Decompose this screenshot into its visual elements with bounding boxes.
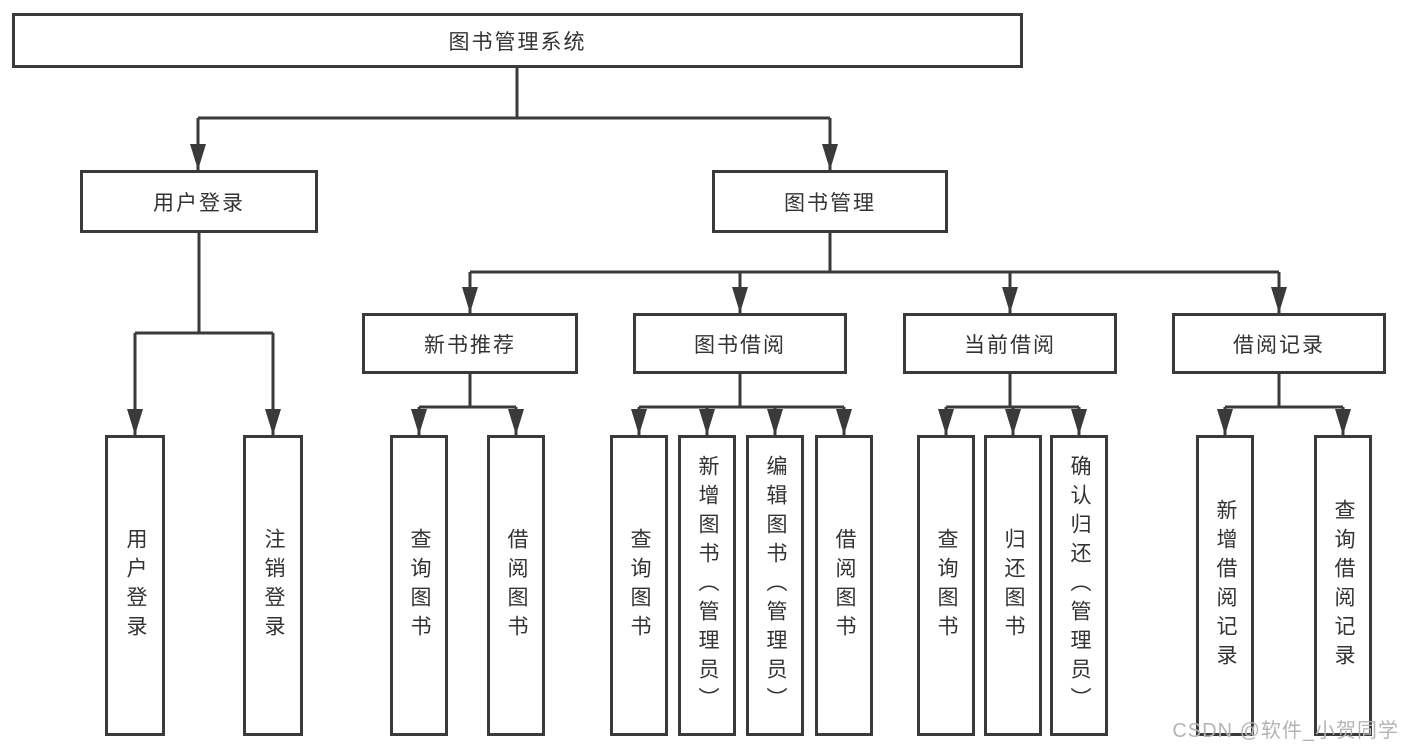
arrowhead-icon <box>1217 409 1233 435</box>
connector-new-book-recommendation <box>417 374 518 435</box>
node-root-title: 图书管理系统 <box>12 13 1023 68</box>
connector-user-login <box>133 233 275 435</box>
arrowhead-icon <box>265 409 281 435</box>
arrowhead-icon <box>1002 287 1018 313</box>
node-book-management: 图书管理 <box>712 170 948 233</box>
leaf-bb-query-books: 查询图书 <box>610 435 668 736</box>
connector-root <box>196 68 832 170</box>
arrowhead-icon <box>836 409 852 435</box>
node-new-book-recommendation: 新书推荐 <box>362 313 578 374</box>
leaf-user-login: 用户登录 <box>105 435 165 736</box>
leaf-logout: 注销登录 <box>243 435 303 736</box>
connector-book-management <box>468 233 1281 313</box>
leaf-bb-edit-books-admin: 编辑图书（管理员） <box>746 435 804 736</box>
arrowhead-icon <box>411 409 427 435</box>
arrowhead-icon <box>127 409 143 435</box>
arrowhead-icon <box>732 287 748 313</box>
node-book-borrowing: 图书借阅 <box>633 313 847 374</box>
leaf-cb-confirm-return-admin: 确认归还（管理员） <box>1050 435 1108 736</box>
leaf-cb-query-books: 查询图书 <box>917 435 975 736</box>
arrowhead-icon <box>1335 409 1351 435</box>
connector-book-borrowing <box>637 374 846 435</box>
arrowhead-icon <box>190 144 206 170</box>
arrowhead-icon <box>1071 409 1087 435</box>
arrowhead-icon <box>631 409 647 435</box>
leaf-nb-borrow-books: 借阅图书 <box>487 435 545 736</box>
node-current-borrowing: 当前借阅 <box>903 313 1117 374</box>
watermark: CSDN @软件_小贺同学 <box>1172 720 1399 742</box>
arrowhead-icon <box>767 409 783 435</box>
arrowhead-icon <box>938 409 954 435</box>
arrowhead-icon <box>508 409 524 435</box>
leaf-bb-add-books-admin: 新增图书（管理员） <box>678 435 736 736</box>
leaf-bb-borrow-books: 借阅图书 <box>815 435 873 736</box>
arrowhead-icon <box>699 409 715 435</box>
arrowhead-icon <box>822 144 838 170</box>
leaf-br-add-record: 新增借阅记录 <box>1196 435 1254 736</box>
connector-borrowing-records <box>1223 374 1345 435</box>
node-borrowing-records: 借阅记录 <box>1172 313 1386 374</box>
leaf-br-query-record: 查询借阅记录 <box>1314 435 1372 736</box>
arrowhead-icon <box>1005 409 1021 435</box>
leaf-cb-return-books: 归还图书 <box>984 435 1042 736</box>
arrowhead-icon <box>1271 287 1287 313</box>
node-user-login: 用户登录 <box>80 170 318 233</box>
leaf-nb-query-books: 查询图书 <box>390 435 448 736</box>
arrowhead-icon <box>462 287 478 313</box>
